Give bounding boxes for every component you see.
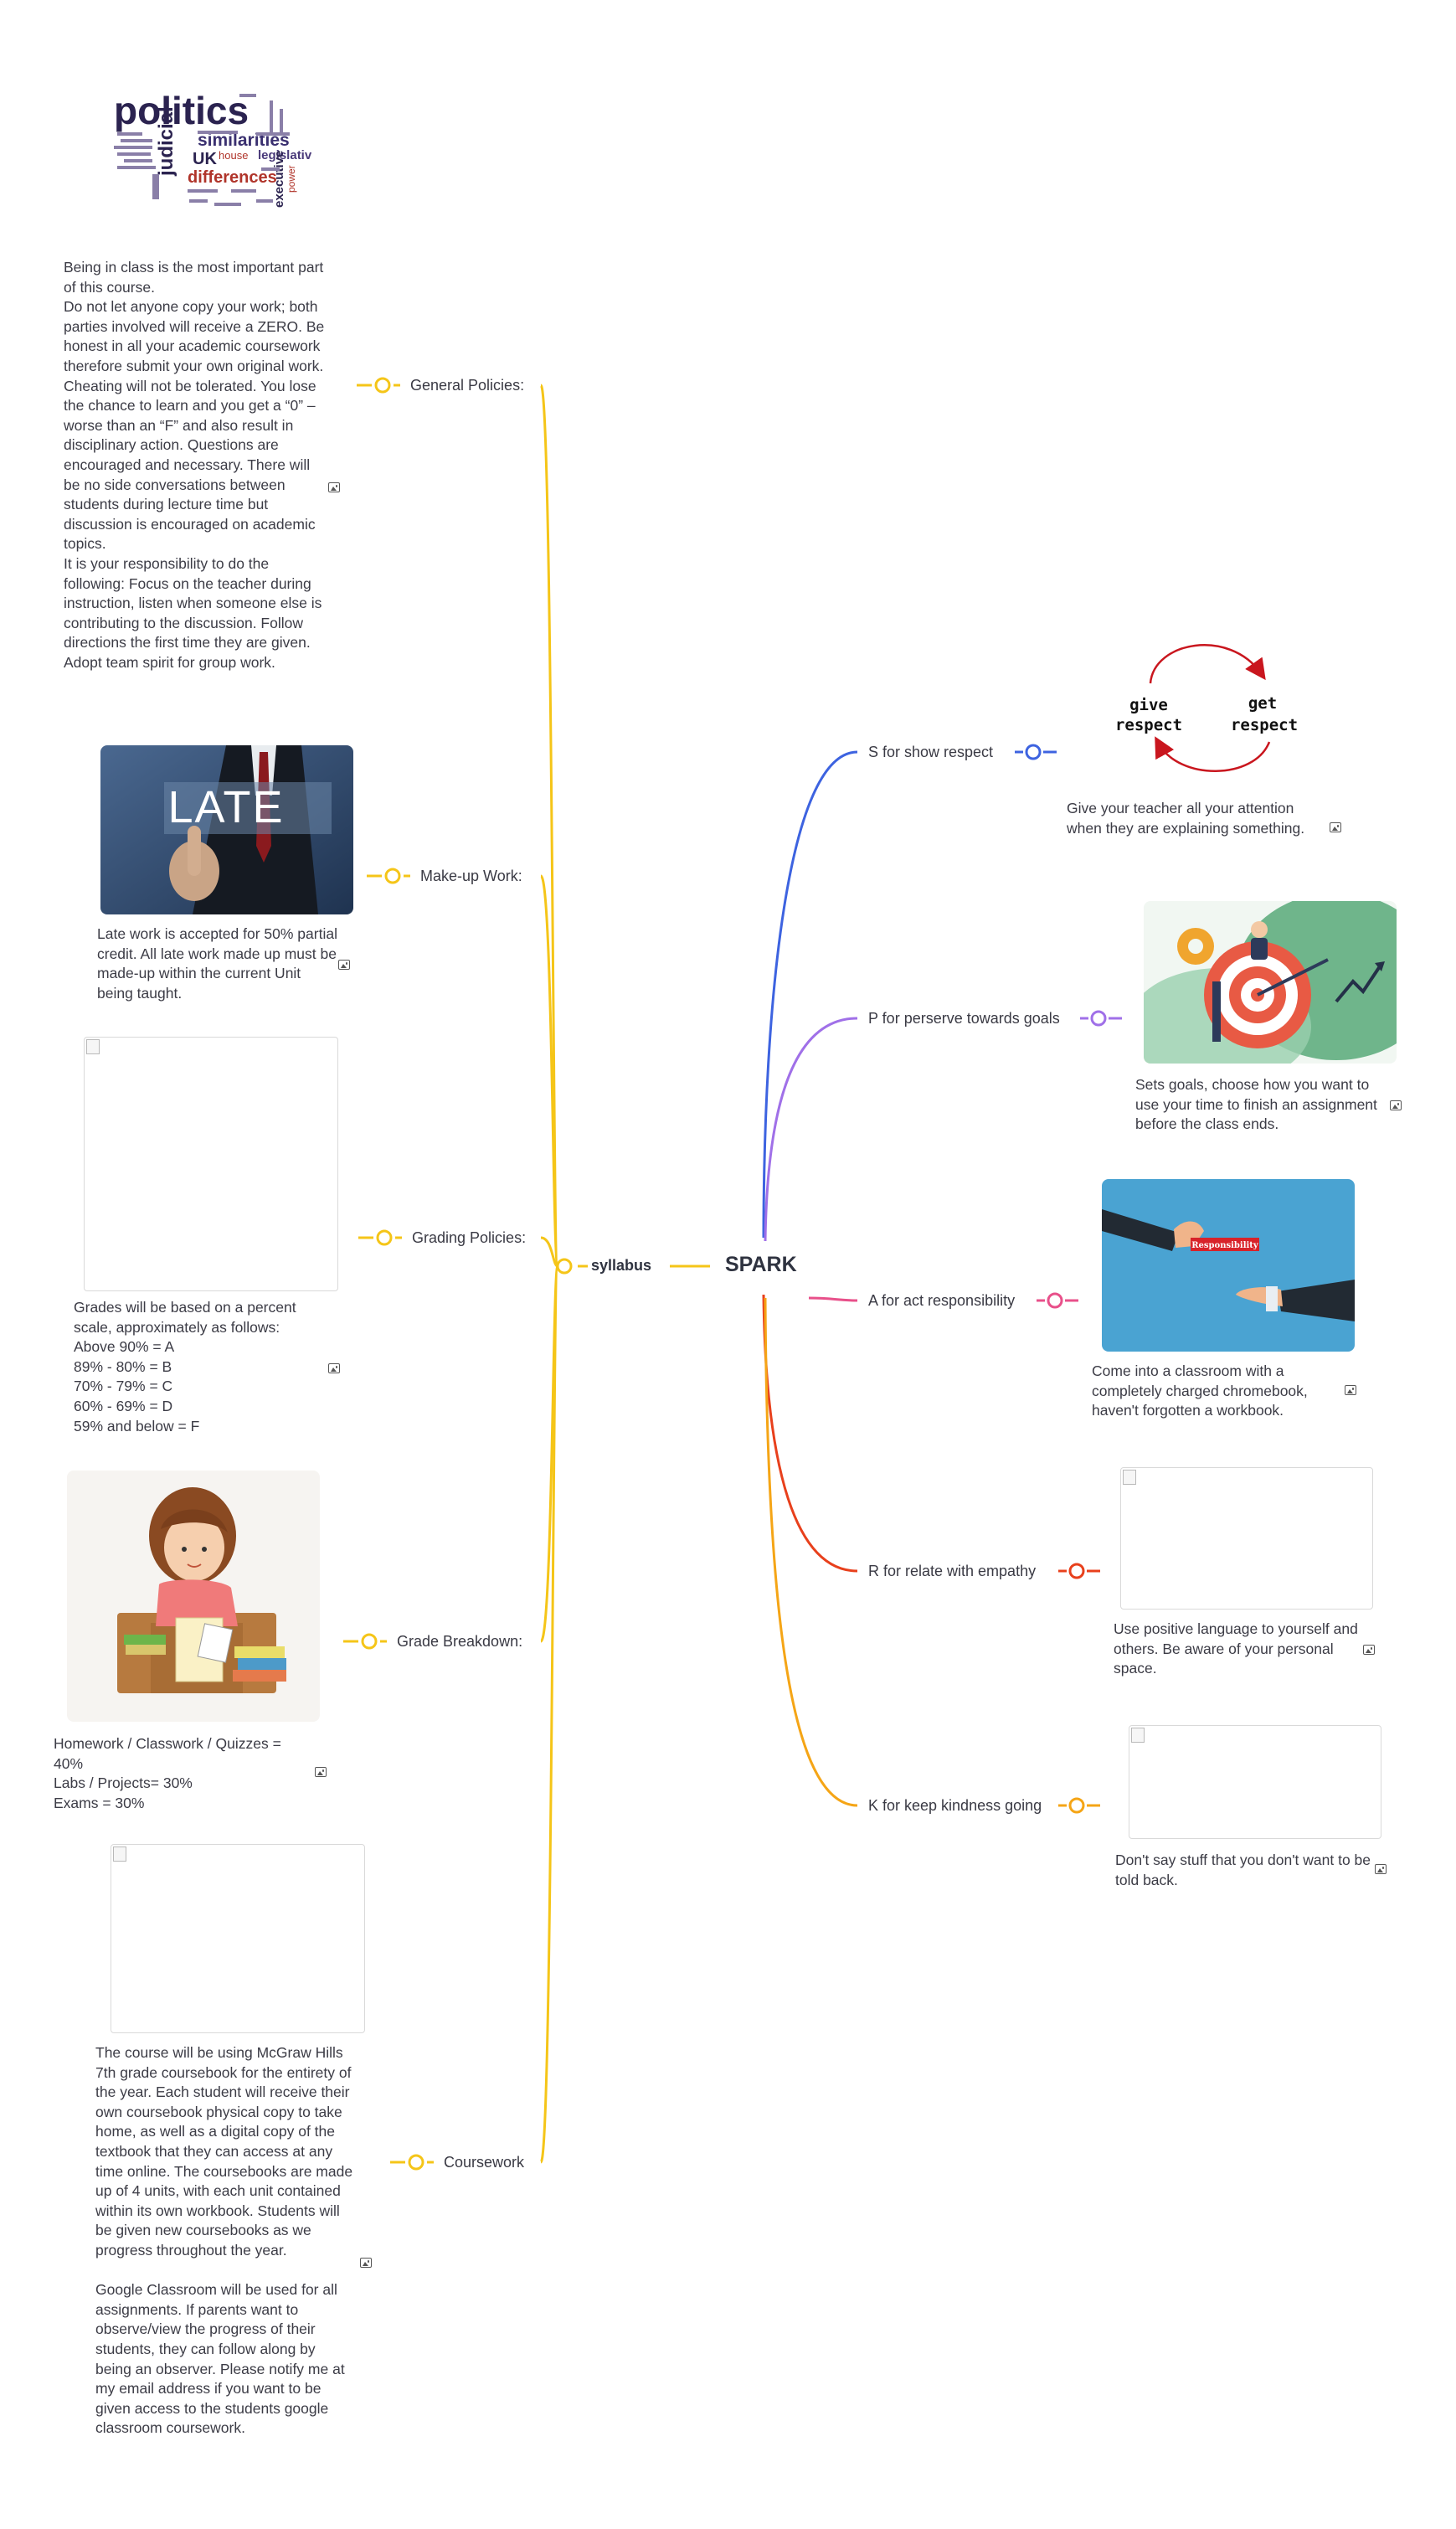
grade-breakdown-note: Homework / Classwork / Quizzes = 40% Lab…: [54, 1735, 281, 1811]
goal-target-image[interactable]: [1144, 901, 1397, 1064]
image-icon[interactable]: [360, 2258, 372, 2268]
connector-makeup-work: [539, 874, 559, 1268]
word-cloud-small-words: [114, 94, 290, 206]
image-icon[interactable]: [328, 1363, 340, 1373]
connector-grading-policies: [540, 1236, 558, 1268]
word-house: house: [219, 149, 248, 162]
makeup-work-note: Late work is accepted for 50% partial cr…: [97, 925, 337, 1002]
empathy-image-placeholder[interactable]: [1120, 1467, 1373, 1610]
image-icon[interactable]: [328, 482, 340, 492]
word-differences: differences: [188, 168, 277, 187]
image-icon[interactable]: [1375, 1864, 1387, 1874]
responsibility-handoff-graphic: Responsibility: [1102, 1179, 1355, 1352]
topic-s-show-respect[interactable]: S for show respect: [868, 744, 994, 760]
word-power: power: [286, 165, 297, 193]
p-note: Sets goals, choose how you want to use y…: [1135, 1076, 1377, 1133]
a-note: Come into a classroom with a completely …: [1092, 1362, 1308, 1419]
s-note: Give your teacher all your attention whe…: [1067, 800, 1305, 837]
topic-coursework[interactable]: Coursework: [444, 2154, 525, 2171]
responsibility-handoff-image[interactable]: Responsibility: [1102, 1179, 1355, 1352]
respect-word-respect-2: respect: [1231, 716, 1298, 734]
student-studying-graphic: [117, 1487, 286, 1693]
connector-a-act-responsibility: [808, 1296, 858, 1302]
coursework-image-placeholder[interactable]: [111, 1844, 365, 2033]
kindness-image-placeholder[interactable]: [1129, 1725, 1381, 1839]
coursework-note: The course will be using McGraw Hills 7t…: [95, 2044, 353, 2437]
topic-grading-policies[interactable]: Grading Policies:: [412, 1229, 527, 1246]
topic-p-perserve-goals[interactable]: P for perserve towards goals: [868, 1010, 1060, 1027]
connector-coursework: [539, 1264, 559, 2164]
k-note: Don't say stuff that you don't want to b…: [1115, 1852, 1371, 1888]
respect-cycle-graphic: give respect get respect: [1115, 644, 1298, 772]
node-handle-a[interactable]: [1047, 1292, 1063, 1309]
node-handle-grade-breakdown[interactable]: [361, 1633, 378, 1650]
word-cloud-graphic: politics judicial similarities UK house …: [114, 89, 319, 208]
connector-general-policies: [539, 384, 559, 1268]
node-handle-k[interactable]: [1068, 1797, 1085, 1814]
topic-grade-breakdown[interactable]: Grade Breakdown:: [397, 1633, 523, 1650]
image-icon[interactable]: [1390, 1100, 1402, 1110]
topic-a-act-responsibility[interactable]: A for act responsibility: [868, 1292, 1016, 1309]
node-handle-s[interactable]: [1025, 744, 1042, 760]
image-icon[interactable]: [315, 1767, 327, 1777]
connector-r-relate-empathy: [762, 1294, 858, 1573]
connector-k-keep-kindness: [764, 1297, 858, 1807]
topic-r-relate-empathy[interactable]: R for relate with empathy: [868, 1563, 1037, 1579]
image-icon[interactable]: [1363, 1645, 1375, 1655]
word-legislative: legislative: [258, 148, 311, 162]
respect-word-give: give: [1129, 696, 1168, 714]
r-note: Use positive language to yourself and ot…: [1114, 1620, 1358, 1677]
node-handle-r[interactable]: [1068, 1563, 1085, 1579]
topic-makeup-work[interactable]: Make-up Work:: [420, 868, 522, 884]
node-handle-makeup-work[interactable]: [384, 868, 401, 884]
image-icon[interactable]: [1345, 1385, 1356, 1395]
topic-general-policies[interactable]: General Policies:: [410, 377, 525, 394]
late-photo-image[interactable]: LATE: [100, 745, 353, 914]
late-photo-graphic: LATE: [100, 745, 353, 914]
respect-word-respect-1: respect: [1115, 716, 1182, 734]
image-icon[interactable]: [338, 960, 350, 970]
connector-p-perserve: [764, 1017, 858, 1242]
responsibility-card-text: Responsibility: [1191, 1241, 1259, 1250]
topic-k-keep-kindness[interactable]: K for keep kindness going: [868, 1797, 1042, 1814]
syllabus-hub-node[interactable]: [556, 1258, 573, 1275]
general-policies-note: Being in class is the most important par…: [64, 259, 325, 671]
center-node[interactable]: SPARK: [725, 1253, 797, 1276]
node-handle-p[interactable]: [1090, 1010, 1107, 1027]
politics-word-cloud-image[interactable]: politics judicial similarities UK house …: [105, 84, 319, 211]
node-handle-grading-policies[interactable]: [376, 1229, 393, 1246]
connector-s-show-respect: [762, 750, 858, 1239]
word-uk: UK: [193, 150, 217, 168]
image-icon[interactable]: [1330, 822, 1341, 832]
node-handle-general-policies[interactable]: [374, 377, 391, 394]
word-executive: executive: [272, 151, 286, 208]
grading-image-placeholder[interactable]: [84, 1037, 338, 1291]
student-studying-image[interactable]: [67, 1471, 320, 1722]
respect-word-get: get: [1248, 694, 1277, 713]
grading-policies-note: Grades will be based on a percent scale,…: [74, 1299, 296, 1434]
syllabus-node[interactable]: syllabus: [591, 1257, 652, 1274]
word-judicial: judicial: [155, 106, 177, 177]
node-handle-coursework[interactable]: [408, 2154, 424, 2171]
respect-cycle-image[interactable]: give respect get respect: [1104, 633, 1356, 775]
goal-target-graphic: [1144, 901, 1397, 1064]
late-photo-text: LATE: [167, 782, 284, 832]
word-politics: politics: [114, 89, 249, 132]
